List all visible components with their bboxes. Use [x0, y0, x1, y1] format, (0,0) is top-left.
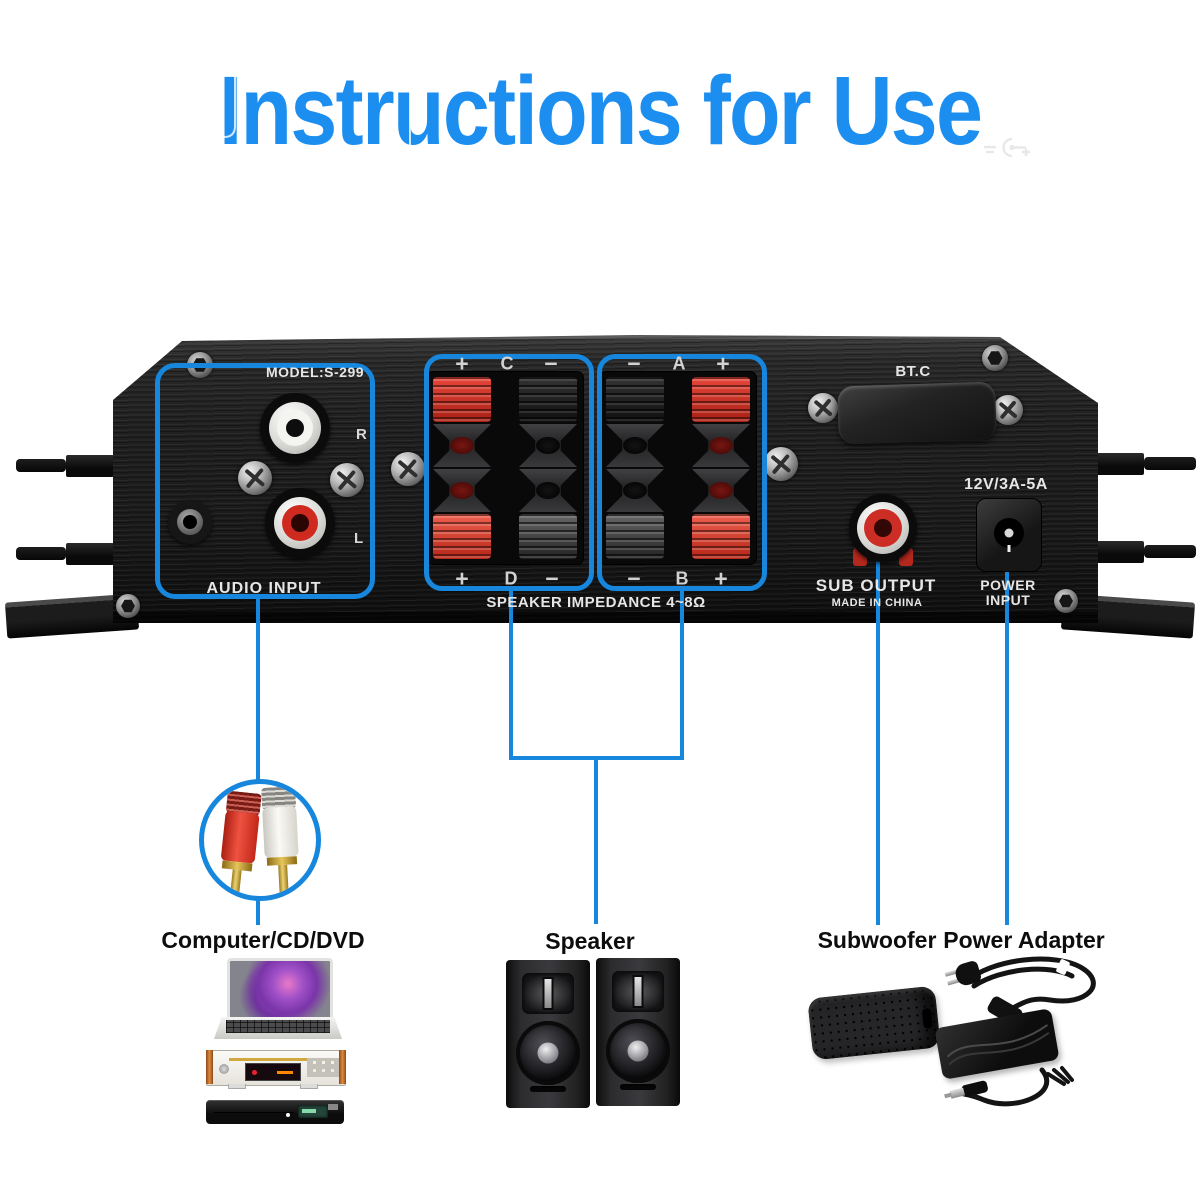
- terminal-clip-black: [606, 514, 664, 559]
- heatsink-fin: [16, 459, 66, 472]
- dc-power-jack: [976, 498, 1042, 572]
- impedance-label: SPEAKER IMPEDANCE 4~8Ω: [486, 594, 706, 611]
- terminal-sign: −: [627, 565, 641, 592]
- speaker-terminals-outline: [409, 33, 784, 271]
- heatsink-fin: [16, 547, 66, 560]
- terminal-sign: +: [716, 350, 730, 377]
- sub-output-label: SUB OUTPUT: [815, 576, 937, 595]
- terminal-sign: −: [545, 565, 559, 592]
- hex-screw: [982, 345, 1008, 371]
- made-in-label: MADE IN CHINA: [831, 597, 923, 609]
- panel-engravings: [159, 33, 1030, 271]
- terminal-sign: B: [675, 568, 689, 589]
- laptop-screen: [227, 958, 333, 1024]
- terminal-sign: C: [500, 353, 514, 374]
- label-computer-cd-dvd: Computer/CD/DVD: [161, 927, 365, 953]
- speaker-left-image: [506, 960, 590, 1108]
- sub-output-rca-jack: [849, 494, 917, 562]
- woofer: [606, 1019, 670, 1083]
- heatsink-fin: [1144, 457, 1196, 470]
- phillips-screw: [993, 395, 1023, 425]
- terminal-sign: D: [504, 568, 518, 589]
- terminal-clip-red: [692, 377, 750, 422]
- terminal-clip-black: [519, 514, 577, 559]
- subwoofer-image: [807, 985, 941, 1061]
- label-subwoofer: Subwoofer: [817, 927, 937, 953]
- hex-screw: [1054, 589, 1078, 613]
- audio-input-label: AUDIO INPUT: [206, 580, 322, 597]
- model-label: MODEL:S-299: [265, 364, 365, 380]
- tweeter: [612, 971, 664, 1012]
- terminal-sign: −: [627, 350, 641, 377]
- heatsink-fin: [66, 543, 114, 565]
- label-power-adapter: Power Adapter: [943, 927, 1105, 953]
- bass-port: [620, 1084, 656, 1090]
- phillips-screw: [808, 393, 838, 423]
- terminal-clip-black: [519, 377, 577, 422]
- speaker-terminal-block-cd: [427, 372, 583, 564]
- label-speaker: Speaker: [545, 928, 635, 954]
- callout-box-audio-input: [155, 363, 375, 599]
- heatsink-fin: [66, 455, 114, 477]
- callout-box-speakers-cd: [424, 354, 594, 591]
- cd-player-foot: [300, 1084, 318, 1089]
- laptop-keys: [226, 1020, 330, 1033]
- terminal-clip-black: [606, 377, 664, 422]
- phillips-screw: [391, 452, 425, 486]
- bt-antenna-cover: [837, 381, 997, 445]
- callout-line-audio: [256, 599, 260, 925]
- heatsink-fin: [1096, 453, 1144, 475]
- dc-polarity-icon: [984, 137, 1030, 158]
- channel-r-label: R: [356, 426, 367, 443]
- callout-line-power: [1005, 570, 1009, 925]
- terminal-clip-red: [692, 514, 750, 559]
- phillips-screw: [238, 461, 272, 495]
- terminal-clip-red: [433, 514, 491, 559]
- page-title: Instructions for Use: [218, 56, 983, 165]
- callout-line-speaker-1: [509, 589, 513, 758]
- phillips-screw: [330, 463, 364, 497]
- audio-input-outline: [159, 60, 368, 271]
- hex-screw: [116, 594, 140, 618]
- speaker-terminal-block-ab: [600, 372, 756, 564]
- cd-player-image: [206, 1050, 346, 1086]
- woofer: [516, 1021, 580, 1085]
- power-spec-label: 12V/3A-5A: [964, 476, 1048, 493]
- heatsink-fin: [1144, 545, 1196, 558]
- callout-line-speaker-v: [594, 756, 598, 924]
- speaker-right-image: [596, 958, 680, 1106]
- bt-label: BT.C: [895, 363, 931, 380]
- rca-plug-red: [216, 790, 262, 896]
- cd-player-foot: [228, 1084, 246, 1089]
- rca-jack-red: [265, 488, 335, 558]
- callout-line-speaker-2: [680, 589, 684, 758]
- terminal-clip-red: [433, 377, 491, 422]
- callout-line-subwoofer: [876, 560, 880, 925]
- channel-l-label: L: [354, 530, 364, 547]
- callout-box-speakers-ab: [597, 354, 767, 591]
- terminal-sign: A: [672, 353, 686, 374]
- terminal-sign: +: [714, 565, 728, 592]
- terminal-sign: +: [455, 565, 469, 592]
- rca-cable-callout: [199, 779, 321, 901]
- rca-jack-white: [260, 393, 330, 463]
- tweeter: [522, 973, 574, 1014]
- phillips-screw: [764, 447, 798, 481]
- terminal-sign: +: [455, 350, 469, 377]
- power-adapter-brick: [934, 1008, 1060, 1080]
- aux-jack: [168, 500, 212, 544]
- dvd-player-image: [206, 1100, 344, 1124]
- terminal-sign: −: [544, 350, 558, 377]
- heatsink-fin: [1096, 541, 1144, 563]
- rca-plug-white: [261, 786, 301, 896]
- bass-port: [530, 1086, 566, 1092]
